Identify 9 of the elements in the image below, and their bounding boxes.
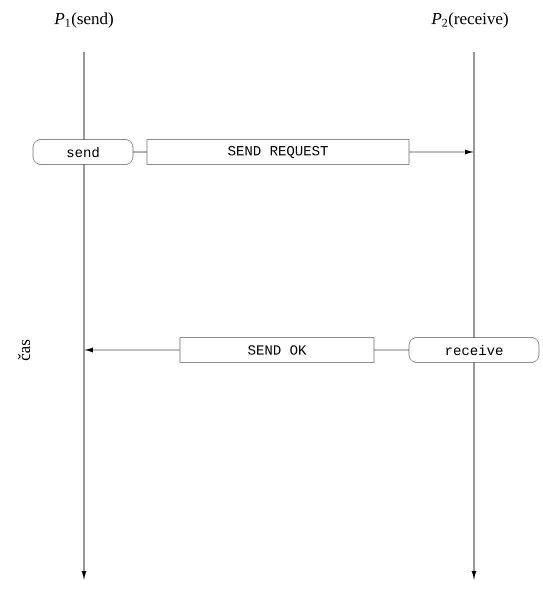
header-label: P$_{2}$(receive) <box>431 12 508 28</box>
arrow <box>408 150 473 154</box>
message-box: SEND OK <box>180 337 374 363</box>
message-box: SEND REQUEST <box>146 139 410 165</box>
header-label: P$_{1}$(send) <box>54 12 113 28</box>
call-box: receive <box>408 337 540 363</box>
arrow <box>85 348 180 352</box>
axis-label: čas <box>18 340 30 360</box>
call-box: send <box>32 139 134 165</box>
